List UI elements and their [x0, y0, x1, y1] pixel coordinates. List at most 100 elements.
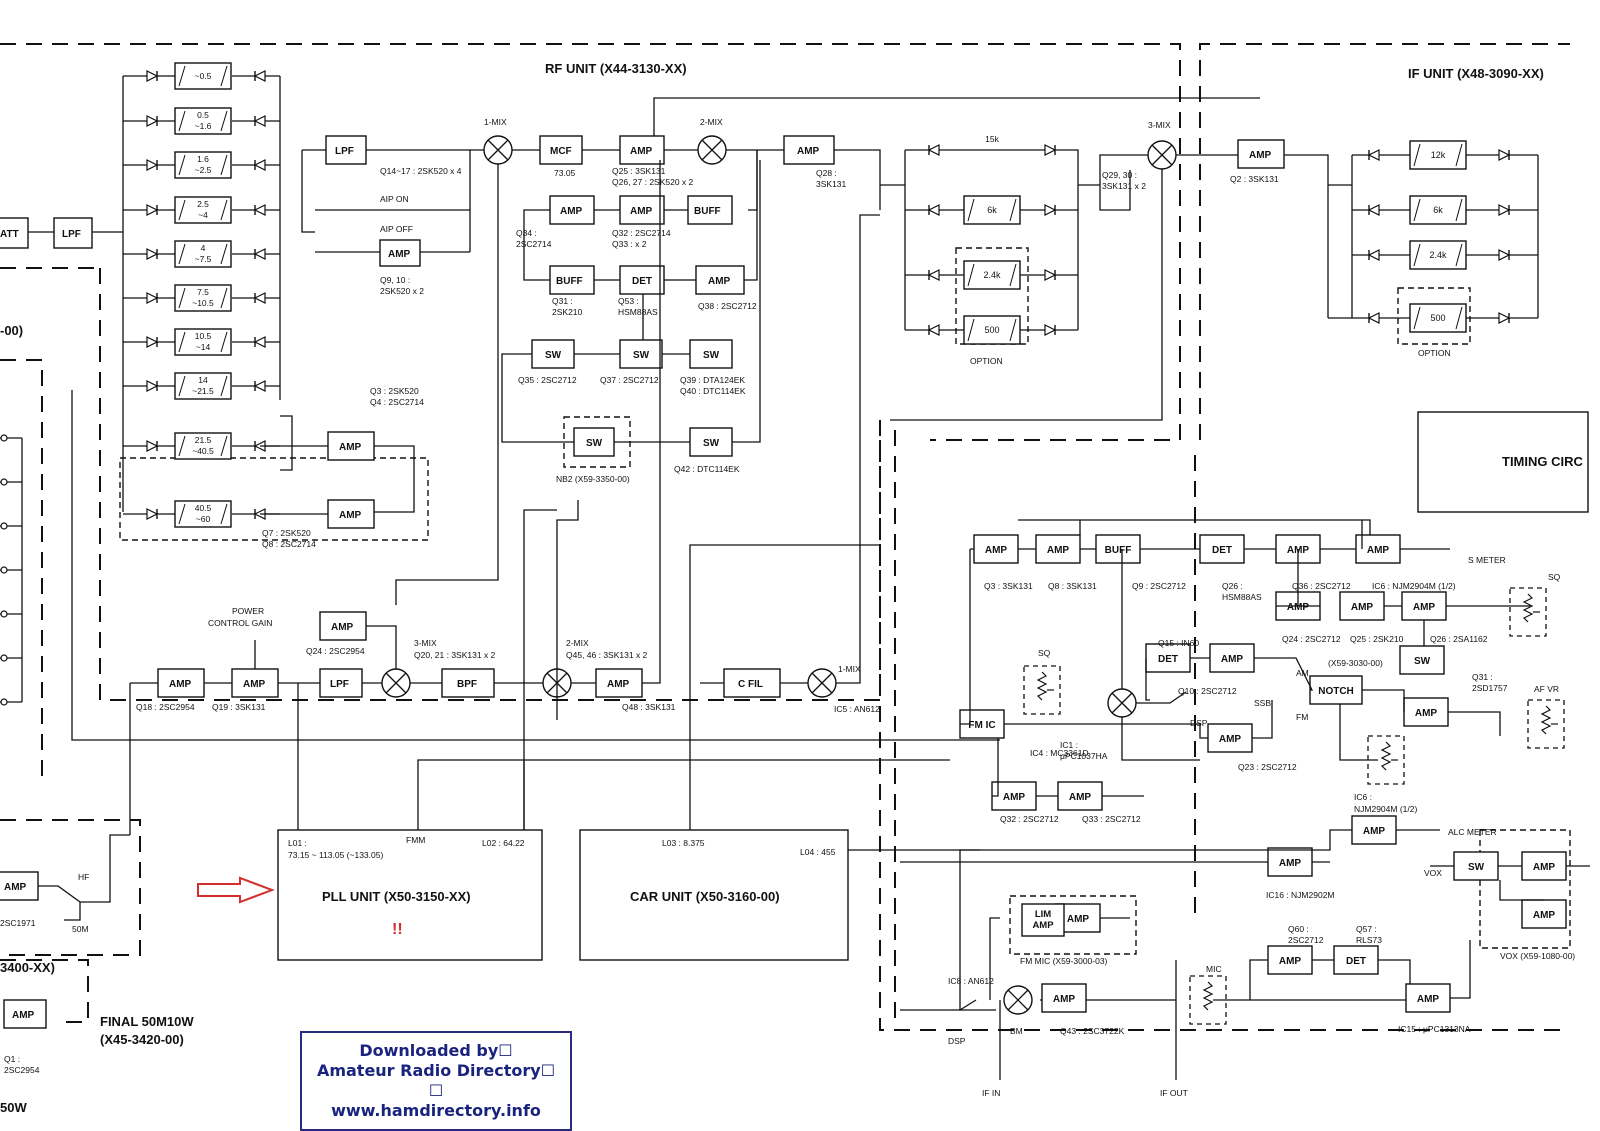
if-wire-4 — [1121, 549, 1405, 712]
rf-filter-15k: 15k — [927, 134, 1057, 156]
q60-label: Q60 : — [1288, 924, 1309, 934]
alc-meter-label: ALC METER — [1448, 827, 1497, 837]
mcf-label: MCF — [550, 146, 572, 157]
amp-q19-label: AMP — [243, 679, 266, 690]
bpf-band-label: ~4 — [198, 210, 208, 220]
amp-q25-block — [619, 135, 665, 165]
if-block-21: SW — [1453, 851, 1499, 881]
power-control-label: POWER — [232, 606, 264, 616]
bpf-band-label: 40.5 — [195, 503, 212, 513]
if-wire-10 — [989, 917, 1130, 1000]
ssb-label: SSB — [1254, 698, 1271, 708]
if-block-3: BUFF — [1095, 534, 1141, 564]
if-block-13: NOTCH — [1309, 675, 1363, 705]
if-block-label: AMP — [1279, 858, 1302, 869]
vox-label: VOX — [1424, 868, 1442, 878]
svg-text:73.15 ~ 113.05 (~133.05): 73.15 ~ 113.05 (~133.05) — [288, 850, 383, 860]
amp-hf-label: AMP — [4, 882, 27, 893]
q25-label: Q25 : 3SK131 — [612, 166, 666, 176]
ic6a-label: IC6 : NJM2904M (1/2) — [1372, 581, 1456, 591]
x59-3030-label: (X59-3030-00) — [1328, 658, 1383, 668]
rf-filter-500: 500 — [927, 315, 1057, 345]
bpf-band-label: 14 — [198, 375, 208, 385]
if-block-label: AMP — [1287, 602, 1310, 613]
if-block-label: AMP — [1413, 602, 1436, 613]
q9-if-label: Q9 : 2SC2712 — [1132, 581, 1186, 591]
q31-if-label: Q31 : — [1472, 672, 1493, 682]
left-tap-points — [0, 434, 23, 706]
if-wire-6 — [992, 700, 1273, 797]
q26-if-label: Q26 : — [1222, 581, 1243, 591]
q37-label: Q37 : 2SC2712 — [600, 375, 659, 385]
bpf-band-label: ~0.5 — [195, 71, 212, 81]
tap-point-3 — [0, 522, 22, 530]
amp-q25-label: AMP — [630, 146, 653, 157]
tap-point-6 — [0, 654, 22, 662]
if-filter-label: 12k — [1431, 150, 1446, 160]
rf-filter-2.4k: 2.4k — [927, 260, 1057, 290]
q14-17-label: Q14~17 : 2SK520 x 4 — [380, 166, 462, 176]
bpf-band-5: 4~7.5 — [123, 240, 280, 268]
if-block-label: DET — [1212, 545, 1232, 556]
if-block-label: AMP — [1047, 545, 1070, 556]
if-option-label: OPTION — [1418, 348, 1451, 358]
if-filter-6k: 6k — [1367, 195, 1511, 225]
q3-4-label: Q3 : 2SK520 — [370, 386, 419, 396]
s-meter-label: S METER — [1468, 555, 1506, 565]
q9-10-label: Q9, 10 : — [380, 275, 410, 285]
q28-label: Q28 : — [816, 168, 837, 178]
sw-nb2-label: SW — [586, 438, 603, 449]
bpf-band-10: 40.5~60 — [123, 500, 280, 528]
bpf-band-label: 7.5 — [197, 287, 209, 297]
if-wire-7 — [1121, 691, 1200, 761]
bpf-band-6: 7.5~10.5 — [123, 284, 280, 312]
bpf-band-label: 2.5 — [197, 199, 209, 209]
if-unit-title: IF UNIT (X48-3090-XX) — [1408, 66, 1544, 81]
rf-filter-label: 500 — [984, 325, 999, 335]
q31-label: Q31 : — [552, 296, 573, 306]
fm-label: FM — [1296, 712, 1308, 722]
svg-text:NJM2904M (1/2): NJM2904M (1/2) — [1354, 804, 1417, 814]
lpf-input-block — [53, 217, 93, 249]
svg-text:3SK131: 3SK131 — [816, 179, 847, 189]
mixer-1-label: 1-MIX — [484, 117, 507, 127]
bpf-band-label: 4 — [201, 243, 206, 253]
if-block-label: AMP — [1415, 708, 1438, 719]
rf-filter-label: 2.4k — [983, 270, 1001, 280]
if-block-14: AMP — [1403, 697, 1449, 727]
amp-q3-label: AMP — [339, 442, 362, 453]
if-block-25: AMP — [1267, 945, 1313, 975]
if-out-label: IF OUT — [1160, 1088, 1188, 1098]
bpf-band-label: 10.5 — [195, 331, 212, 341]
rf-filter-label: 15k — [985, 134, 999, 144]
svg-text:2SC2712: 2SC2712 — [1288, 935, 1324, 945]
if-block-label: AMP — [1363, 826, 1386, 837]
svg-text:Q4 : 2SC2714: Q4 : 2SC2714 — [370, 397, 424, 407]
car-unit-title: CAR UNIT (X50-3160-00) — [630, 889, 780, 904]
bpf-bank: ~0.50.5~1.61.6~2.52.5~44~7.57.5~10.510.5… — [123, 62, 280, 528]
svg-text:Q33 : x 2: Q33 : x 2 — [612, 239, 647, 249]
bpf-band-label: ~21.5 — [192, 386, 214, 396]
q42-label: Q42 : DTC114EK — [674, 464, 740, 474]
q32-if-label: Q32 : 2SC2712 — [1000, 814, 1059, 824]
if-block-label: AMP — [1279, 956, 1302, 967]
if-wire-8 — [959, 829, 1440, 1011]
watermark-line2: Amateur Radio Directory☐ — [316, 1061, 556, 1080]
pll-mark: !! — [392, 921, 403, 938]
if-block-22: AMP — [1521, 851, 1567, 881]
if-block-28: AMP — [1041, 983, 1087, 1013]
if-block-label: AMP — [985, 545, 1008, 556]
rf-option-label: OPTION — [970, 356, 1003, 366]
if-block-12: AMP — [1209, 643, 1255, 673]
amp-q48-block — [595, 668, 643, 698]
fm-mic-label: FM MIC (X59-3000-03) — [1020, 956, 1108, 966]
q38-label: Q38 : 2SC2712 — [698, 301, 757, 311]
if-filter-12k: 12k — [1367, 140, 1511, 170]
watermark-line4[interactable]: www.hamdirectory.info — [331, 1101, 541, 1120]
svg-text:2SD1757: 2SD1757 — [1472, 683, 1508, 693]
if-mixer-2 — [1003, 985, 1033, 1015]
q24-rf-label: Q24 : 2SC2954 — [306, 646, 365, 656]
if-filter-2.4k: 2.4k — [1367, 240, 1511, 270]
sq-label-2: SQ — [1038, 648, 1051, 658]
